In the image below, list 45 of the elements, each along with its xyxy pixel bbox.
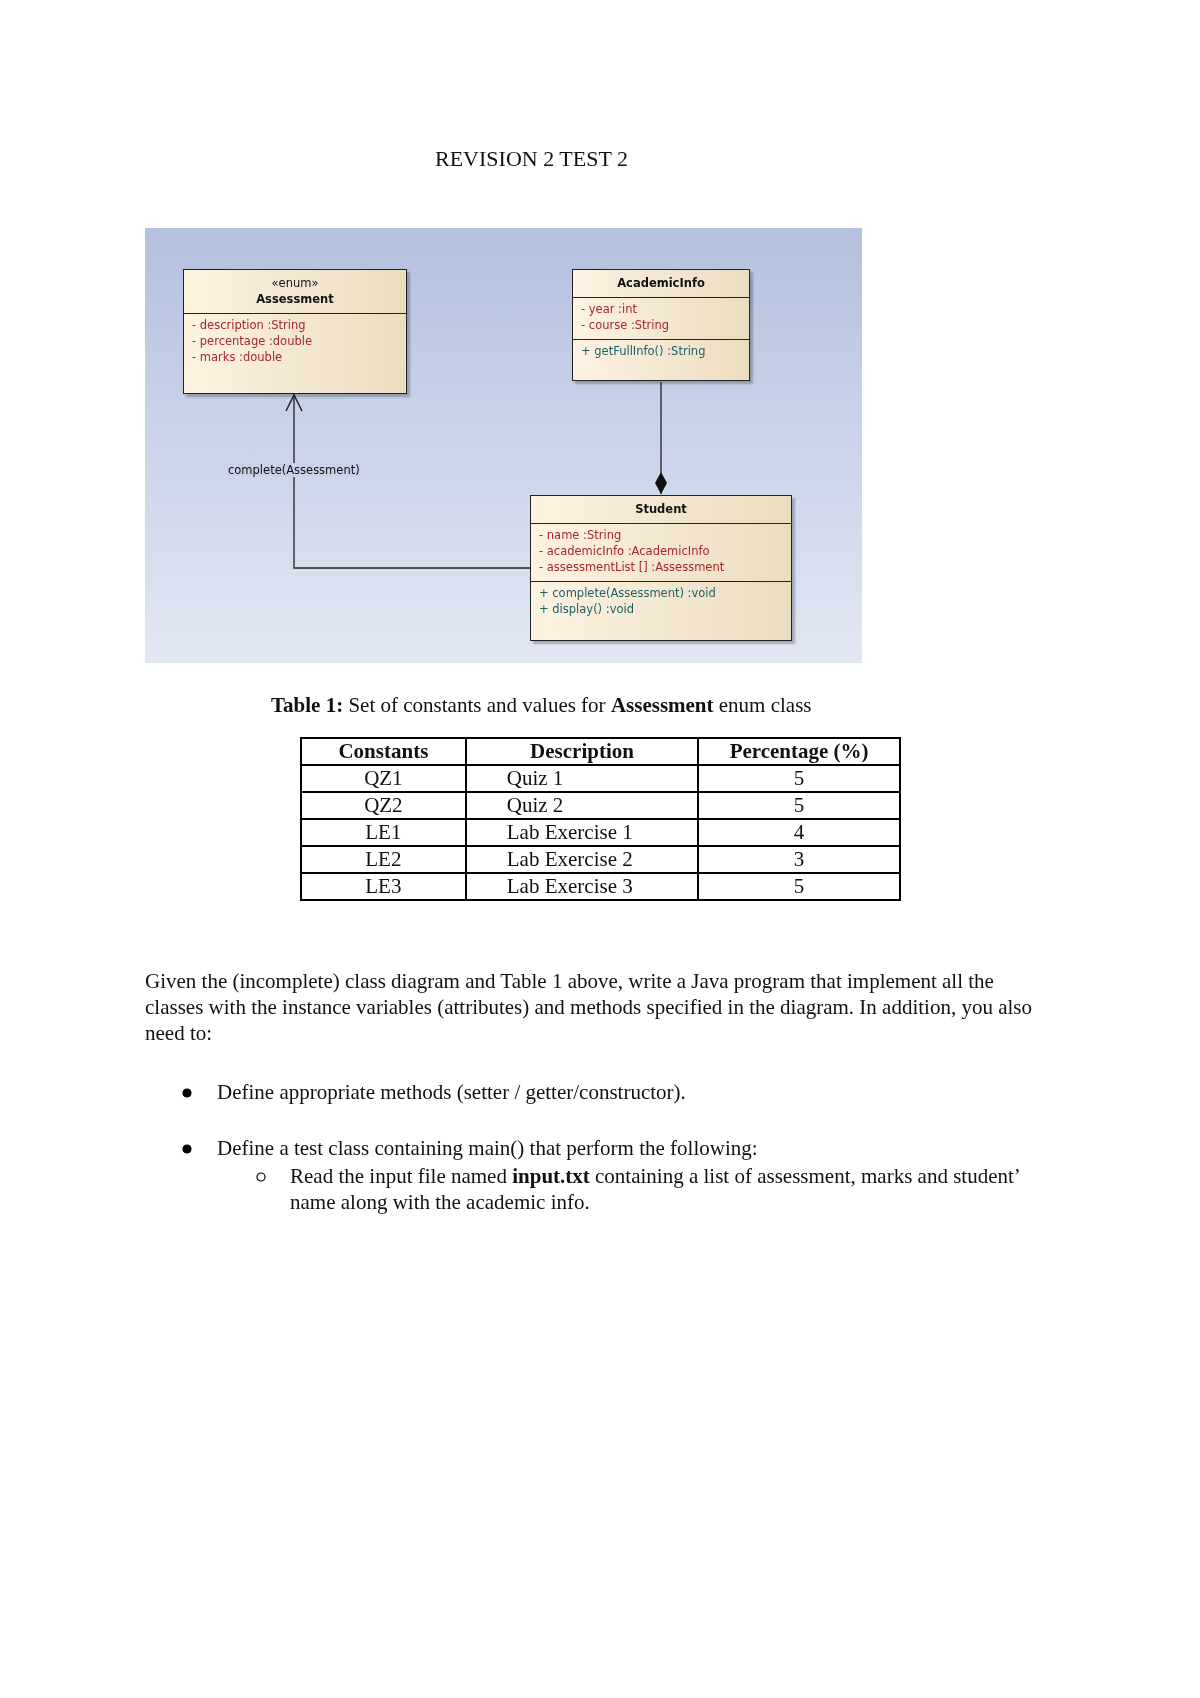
header-cell: Constants	[301, 738, 466, 765]
table-cell: Lab Exercise 2	[465, 846, 699, 873]
table-cell: 5	[698, 765, 900, 792]
table-cell: 4	[698, 819, 900, 846]
header-cell: Description	[465, 738, 699, 765]
edge-label: complete(Assessment)	[227, 463, 361, 477]
table-cell: Quiz 1	[465, 765, 699, 792]
table-cell: LE2	[301, 846, 466, 873]
table-caption: Table 1: Set of constants and values for Assessment enum class	[271, 693, 812, 718]
method-text: + display() :void	[538, 601, 635, 617]
table-cell: LE3	[301, 873, 466, 900]
attribute-text: - marks :double	[191, 349, 284, 365]
table-cell: 5	[698, 792, 900, 819]
table-cell: Lab Exercise 3	[465, 873, 699, 900]
class-name: AcademicInfo	[616, 275, 706, 291]
class-box	[530, 495, 792, 641]
bullet-text: Define a test class containing main() that perform the following:	[217, 1135, 759, 1161]
header-cell: Percentage (%)	[698, 738, 900, 765]
bullet-text: Read the input file named input.txt containing a list of assessment, marks and student’ name along with the academic info.	[290, 1163, 1021, 1215]
association-arrow	[285, 394, 531, 569]
table-cell: QZ2	[301, 792, 466, 819]
table-cell: 3	[698, 846, 900, 873]
table-cell: QZ1	[301, 765, 466, 792]
table-cell: LE1	[301, 819, 466, 846]
composition-line	[655, 381, 667, 495]
page-title: REVISION 2 TEST 2	[435, 146, 628, 172]
table-cell: Quiz 2	[465, 792, 699, 819]
class-name: Assessment	[255, 291, 335, 307]
attribute-text: - description :String	[191, 317, 307, 333]
method-text: + getFullInfo() :String	[580, 343, 707, 359]
attribute-text: - academicInfo :AcademicInfo	[538, 543, 711, 559]
method-text: + complete(Assessment) :void	[538, 585, 717, 601]
table-cell: 5	[698, 873, 900, 900]
bullet-text: Define appropriate methods (setter / getter/constructor).	[217, 1079, 687, 1105]
table-cell: Lab Exercise 1	[465, 819, 699, 846]
class-box	[183, 269, 407, 394]
attribute-text: - percentage :double	[191, 333, 313, 349]
attribute-text: - name :String	[538, 527, 623, 543]
attribute-text: - course :String	[580, 317, 671, 333]
paragraph-text: Given the (incomplete) class diagram and Table 1 above, write a Java program that implement all the classes with the instance variables (attributes) and methods specified in the diagram. In addition, you also need to:	[145, 968, 1033, 1046]
attribute-text: - year :int	[580, 301, 638, 317]
class-box	[572, 269, 750, 381]
class-name: Student	[634, 501, 688, 517]
attribute-text: - assessmentList [] :Assessment	[538, 559, 726, 575]
stereotype-label: «enum»	[270, 275, 320, 291]
